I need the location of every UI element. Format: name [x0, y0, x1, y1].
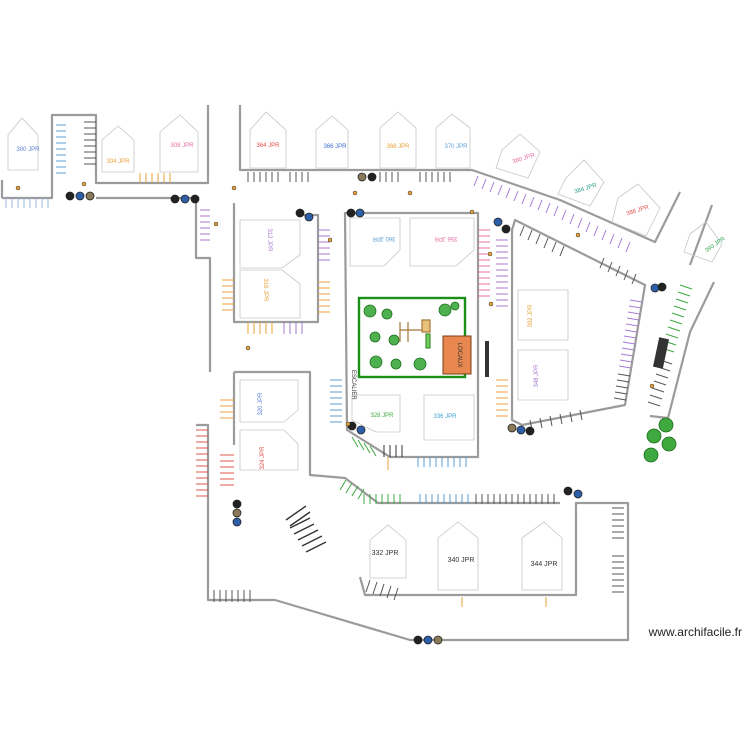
unit-outlines: [7, 111, 723, 591]
bin-icon: [563, 486, 583, 499]
bin-icon: [170, 194, 200, 204]
zone-label: 304 JPR: [106, 159, 130, 165]
bin-icon: [493, 217, 511, 234]
tree-icon: [643, 417, 677, 463]
zone-label: 308 JPR: [170, 143, 194, 149]
tree-icon: [363, 301, 460, 371]
bin-icon: [295, 208, 314, 222]
building-block: [442, 335, 472, 375]
right-block: [652, 337, 670, 369]
zone-labels: 300 JPR 304 JPR 308 JPR 364 JPR 366 JPR …: [16, 143, 727, 568]
zone-label: 348 JPR: [534, 364, 540, 388]
gate-bar: [485, 341, 489, 377]
bin-icon: [357, 172, 377, 182]
zone-label: 392 JPR: [528, 304, 534, 328]
bin-icon: [232, 499, 242, 527]
zone-label: 380 JPR: [512, 152, 536, 165]
bin-icon: [650, 282, 667, 293]
zone-label: 360 JPR: [372, 235, 396, 241]
zone-label: 300 JPR: [16, 147, 40, 153]
playground: LOCAUX: [357, 296, 489, 379]
zone-label: 356 JPR: [434, 235, 458, 241]
walls: [0, 105, 715, 642]
building-label: LOCAUX: [456, 343, 462, 368]
zone-label: 340 JPR: [448, 557, 475, 564]
bin-icon: [507, 423, 535, 436]
zone-label: 366 JPR: [323, 144, 347, 150]
zone-label: 324 JPR: [260, 446, 266, 470]
zone-label: 364 JPR: [256, 143, 280, 149]
zone-label: 370 JPR: [444, 144, 468, 150]
zone-label: 390 JPR: [704, 236, 727, 254]
bin-icon: [346, 208, 365, 218]
bin-icon: [413, 635, 443, 645]
zone-label: 316 JPR: [262, 278, 268, 302]
stair-label: ESCALIER: [350, 370, 356, 400]
lamp-markers: [15, 181, 655, 427]
zone-label: 386 JPR: [626, 204, 650, 217]
zone-label: 332 JPR: [372, 550, 399, 557]
zone-label: 336 JPR: [433, 414, 457, 420]
play-structure-icon: [399, 319, 431, 349]
zone-label: 328 JPR: [370, 413, 394, 419]
zone-label: 312 JPR: [266, 228, 272, 252]
zone-label: 320 JPR: [258, 392, 264, 416]
parking-bays: [5, 121, 693, 602]
bins: [65, 172, 667, 645]
zone-label: 368 JPR: [386, 144, 410, 150]
zone-label: 344 JPR: [531, 561, 558, 568]
watermark: www.archifacile.fr: [648, 625, 742, 639]
zone-label: 384 JPR: [574, 182, 598, 195]
bin-icon: [65, 191, 95, 201]
arrow-markers: [387, 457, 547, 607]
